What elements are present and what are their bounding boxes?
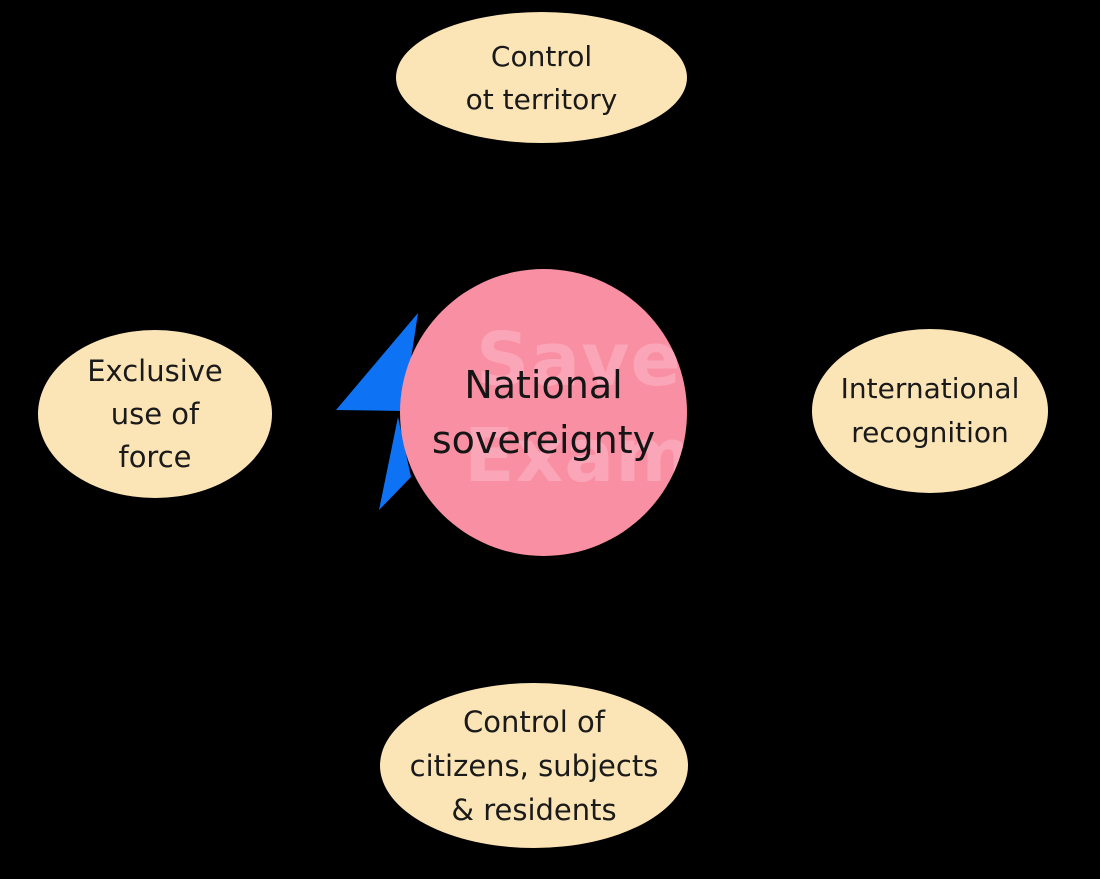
node-control-of-citizens: Control of citizens, subjects & resident…	[380, 683, 688, 848]
node-label-line: Control	[490, 39, 593, 73]
node-label-line: force	[118, 439, 192, 474]
watermark-text: Exam	[464, 413, 687, 499]
watermark-text: Save M	[476, 317, 687, 403]
node-label-line: International	[840, 372, 1020, 405]
center-label-line: National	[464, 362, 623, 407]
node-label-line: use of	[110, 396, 200, 431]
node-label-line: ot territory	[465, 82, 618, 116]
node-label-line: & residents	[451, 792, 617, 827]
node-label-line: Exclusive	[87, 353, 223, 388]
center-label-line: sovereignty	[431, 417, 656, 462]
node-exclusive-use-of-force: Exclusive use of force	[38, 330, 272, 498]
node-international-recognition: International recognition	[812, 329, 1048, 493]
node-label-line: Control of	[463, 704, 605, 739]
blue-arrow-upper-triangle	[336, 313, 418, 411]
node-label-line: citizens, subjects	[409, 748, 659, 783]
node-control-of-territory: Control ot territory	[396, 12, 687, 143]
node-label-line: recognition	[851, 416, 1009, 449]
node-national-sovereignty: Save M Exam National sovereignty	[400, 269, 687, 556]
